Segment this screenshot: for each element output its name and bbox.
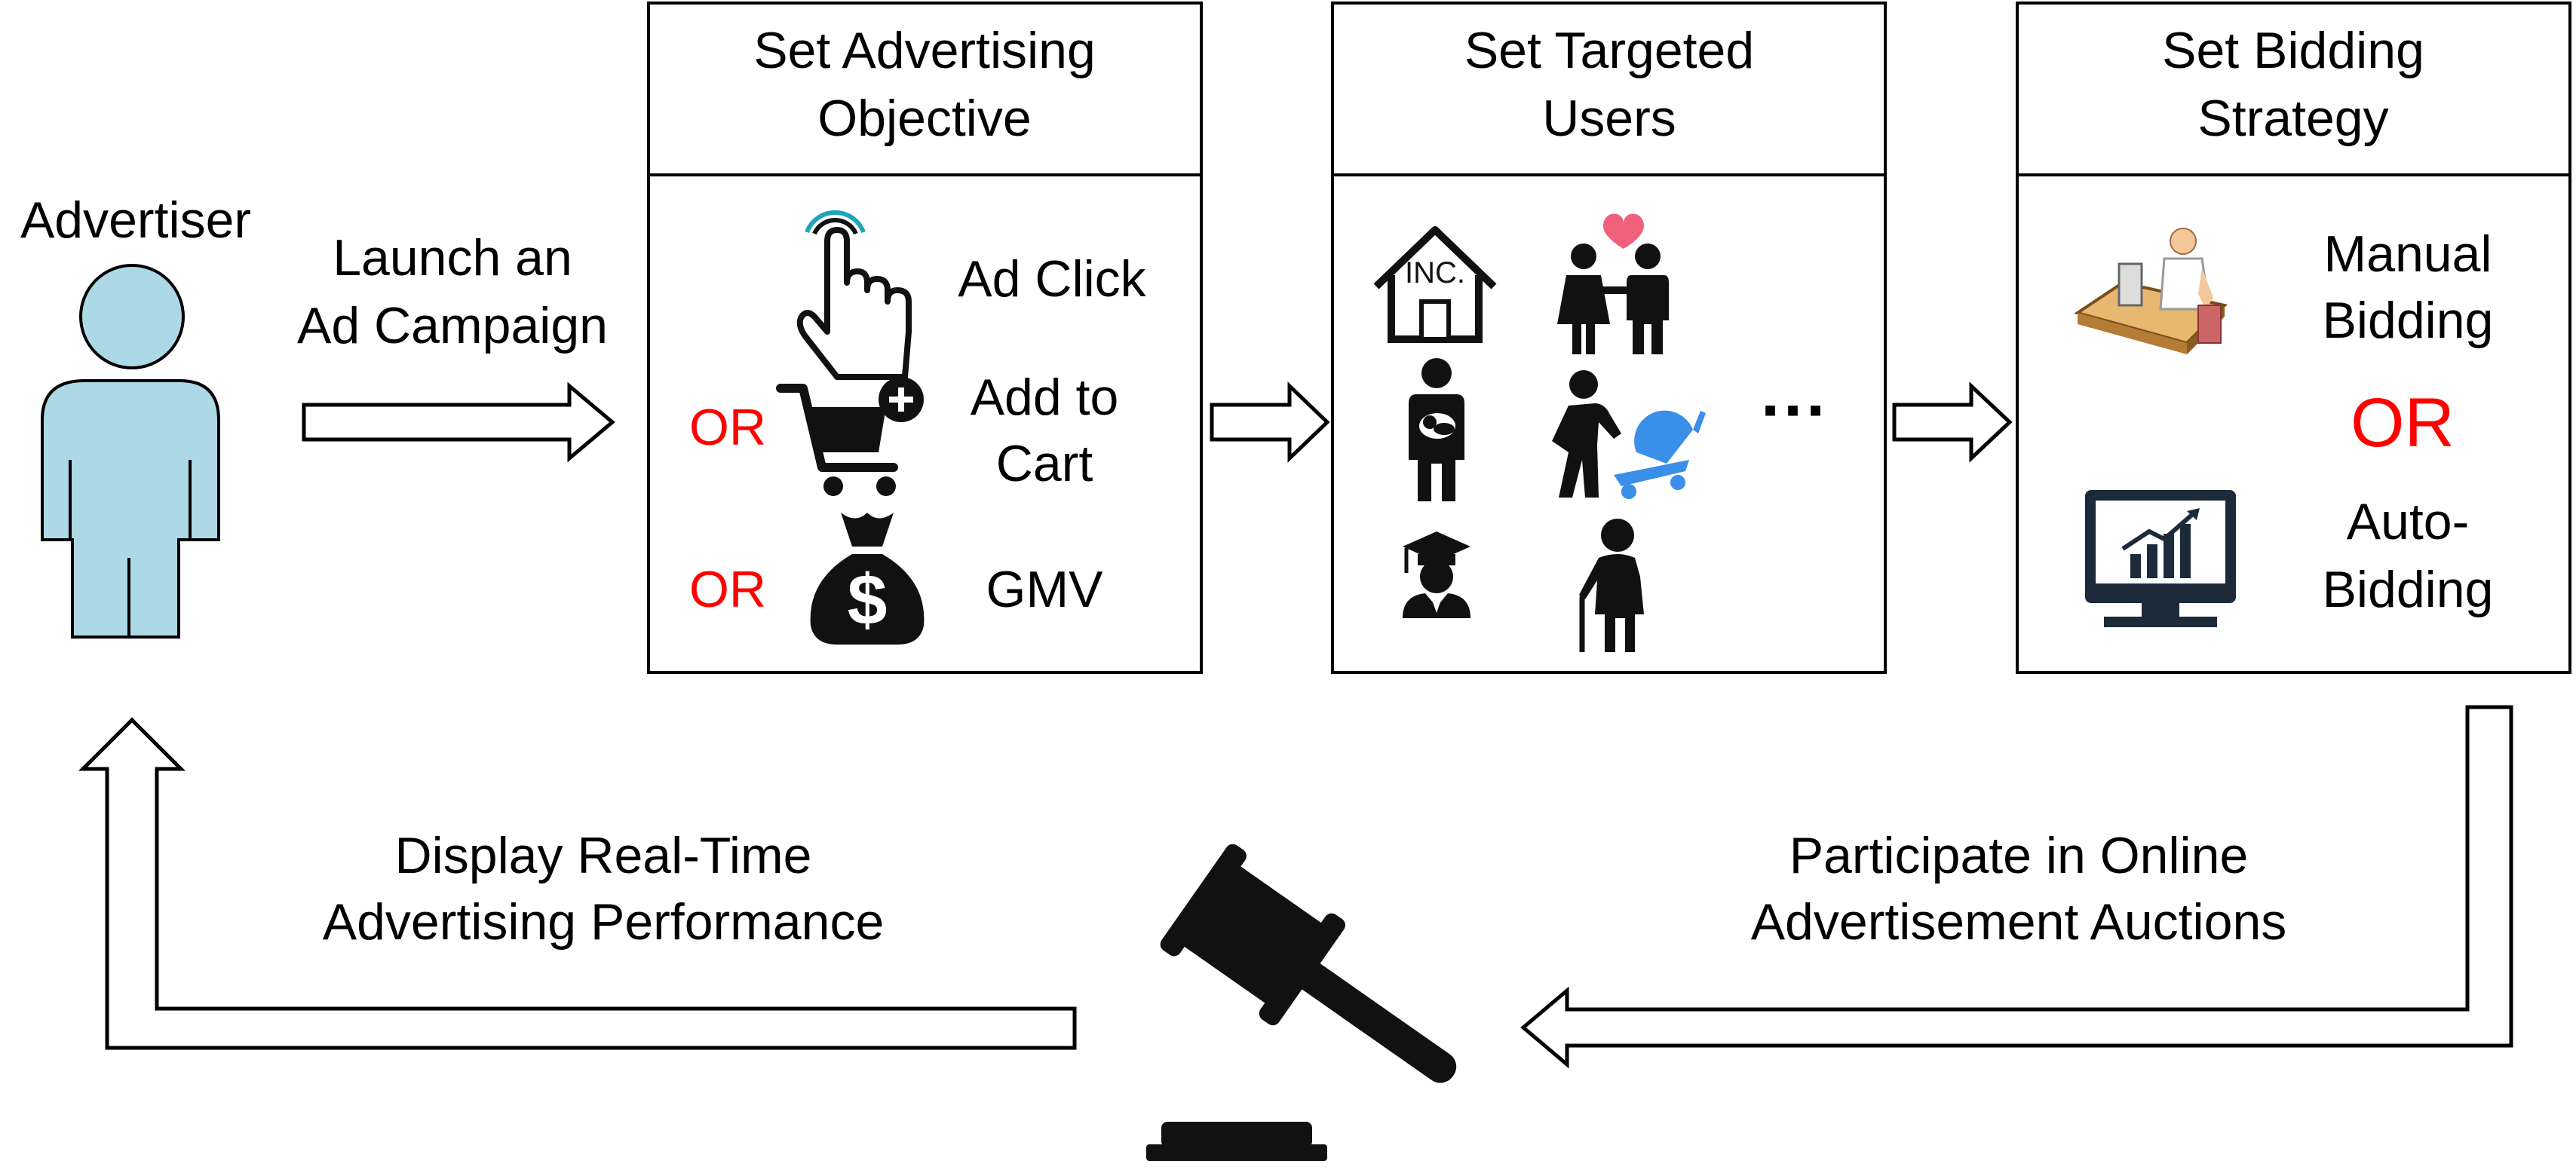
advertiser-label: Advertiser [20,191,251,249]
bidding-or: OR [2351,384,2455,461]
graduate-icon [1403,531,1470,618]
person-icon [41,264,220,639]
parent-stroller-icon [1552,370,1706,499]
bidding-title-line2: Strategy [2197,90,2388,147]
mother-baby-icon [1409,358,1464,501]
desk-worker-icon [2074,228,2228,354]
gavel-icon [1146,844,1457,1161]
objective-box [647,2,1203,674]
display-label-line2: Advertising Performance [323,893,885,951]
bidding-to-auction-arrow [1520,705,2513,1069]
income-house-icon: INC. [1373,226,1497,343]
couple-heart-icon [1557,213,1669,354]
targeted-title-line1: Set Targeted [1464,22,1754,79]
svg-text:$: $ [848,560,888,640]
objective-title-line1: Set Advertising [753,22,1096,79]
participate-label-line2: Advertisement Auctions [1751,893,2287,951]
monitor-chart-icon [2085,490,2236,627]
auto-bidding-line1: Auto- [2347,493,2470,550]
cart-plus-icon [776,377,924,496]
tap-hand-icon [796,210,912,380]
elderly-icon [1579,519,1644,652]
manual-bidding-line2: Bidding [2323,292,2494,349]
objective-to-users-arrow [1210,381,1330,463]
objective-title-line2: Objective [817,90,1031,147]
objective-option-3-label: GMV [986,561,1104,618]
bidding-title-line1: Set Bidding [2162,22,2424,79]
participate-label-line1: Participate in Online [1789,827,2249,884]
auction-to-advertiser-arrow [78,717,1077,1050]
house-inc-text: INC. [1405,256,1465,289]
money-bag-icon: $ [810,513,925,645]
display-label-line1: Display Real-Time [395,827,812,884]
targeted-more-ellipsis: ··· [1761,373,1829,449]
objective-option-3-or: OR [689,561,766,618]
targeted-title-line2: Users [1542,90,1676,147]
objective-option-2-label-line1: Add to [971,369,1119,426]
launch-label-line2: Ad Campaign [297,297,608,354]
objective-option-1-label: Ad Click [958,250,1146,308]
launch-label-line1: Launch an [333,229,572,286]
objective-option-2-or: OR [689,399,766,456]
users-to-bidding-arrow [1892,381,2013,463]
manual-bidding-line1: Manual [2323,225,2492,283]
launch-arrow [302,381,615,463]
objective-option-2-label-line2: Cart [996,435,1093,492]
auto-bidding-line2: Bidding [2323,561,2494,618]
